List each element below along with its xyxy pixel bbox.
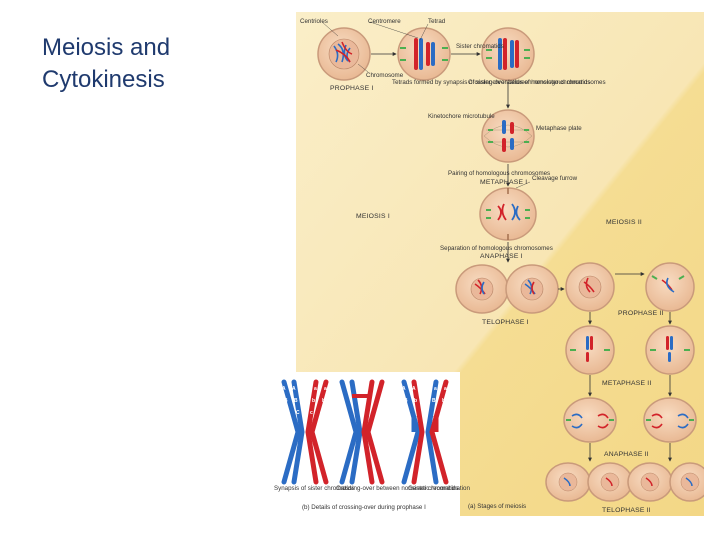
cell-prophase-1b	[397, 27, 451, 81]
label-prophase-2: PROPHASE II	[618, 310, 664, 317]
cell-prophase-2b	[645, 262, 695, 312]
allele-label: b	[414, 398, 417, 404]
allele-label: A	[412, 386, 416, 392]
cell-metaphase-2a	[565, 325, 615, 375]
allele-label: C	[286, 410, 290, 416]
label-anaphase-2: ANAPHASE II	[604, 451, 649, 458]
label-meiosis-2: MEIOSIS II	[606, 219, 642, 226]
label-cleavage-furrow: Cleavage furrow	[532, 175, 578, 182]
label-separation: Separation of homologous chromosomes	[440, 245, 553, 252]
label-synapsis: Synapsis of sister chromatids	[274, 485, 354, 492]
cell-telophase-2a	[545, 462, 633, 502]
label-tetrads-formed: Tetrads formed by synapsis of sister chr…	[392, 79, 606, 86]
allele-label: b	[312, 398, 315, 404]
label-metaphase-1: METAPHASE I	[480, 179, 527, 186]
allele-label: a	[324, 386, 327, 392]
label-genetic-recombination: Genetic recombination	[408, 485, 470, 492]
stage-arrows	[321, 21, 672, 462]
cell-telophase-1	[455, 264, 559, 314]
cell-anaphase-2a	[563, 397, 617, 443]
label-metaphase-plate: Metaphase plate	[536, 125, 582, 132]
label-kinetochore: Kinetochore microtubule	[428, 113, 495, 120]
allele-label: a	[434, 386, 437, 392]
label-prophase-1: PROPHASE I	[330, 85, 374, 92]
label-sister-chromatids: Sister chromatids	[456, 43, 504, 50]
label-pairing: Pairing of homologous chromosomes	[448, 170, 550, 177]
label-crossing-over-top: Crossing-over between nonsister chromati…	[468, 79, 590, 86]
allele-label: B	[432, 398, 436, 404]
cell-telophase-2b	[627, 462, 704, 502]
slide-title: Meiosis and Cytokinesis	[42, 34, 171, 93]
figure-labels: Centrioles Centromere Tetrad Sister chro…	[300, 18, 664, 514]
allele-label: c	[320, 410, 323, 416]
allele-label: b	[322, 398, 325, 404]
pair-recombination	[401, 379, 449, 485]
allele-label: B	[294, 398, 298, 404]
caption-a: (a) Stages of meiosis	[468, 503, 526, 510]
allele-label: b	[442, 398, 445, 404]
caption-b: (b) Details of crossing-over during prop…	[302, 504, 426, 511]
label-meiosis-1: MEIOSIS I	[356, 213, 390, 220]
label-telophase-1: TELOPHASE I	[482, 319, 529, 326]
pair-synapsis	[281, 379, 329, 485]
label-tetrad: Tetrad	[428, 18, 446, 25]
label-centromere: Centromere	[368, 18, 401, 25]
label-anaphase-1: ANAPHASE I	[480, 253, 523, 260]
label-telophase-2: TELOPHASE II	[602, 507, 651, 514]
cell-metaphase-1	[479, 187, 537, 241]
allele-label: A	[282, 386, 286, 392]
pair-crossing-over	[339, 379, 385, 485]
allele-label: c	[310, 410, 313, 416]
cell-metaphase-plate	[481, 109, 535, 163]
allele-label: A	[292, 386, 296, 392]
allele-label: B	[404, 398, 408, 404]
allele-label: B	[284, 398, 288, 404]
allele-label: a	[444, 386, 447, 392]
cell-prophase-2a	[565, 262, 615, 312]
cell-anaphase-2b	[643, 397, 697, 443]
cell-prophase-1c	[481, 27, 535, 81]
label-centrioles: Centrioles	[300, 18, 328, 25]
cell-metaphase-2b	[645, 325, 695, 375]
allele-label: C	[296, 410, 300, 416]
crossing-over-detail: A A a a B B b b C C c c A A a a B b B b …	[274, 379, 470, 511]
allele-label: a	[314, 386, 317, 392]
label-chromosome: Chromosome	[366, 72, 404, 79]
label-metaphase-2: METAPHASE II	[602, 380, 651, 387]
meiosis-figure: Centrioles Centromere Tetrad Sister chro…	[272, 12, 704, 516]
cell-prophase-1a	[317, 27, 371, 81]
allele-label: A	[402, 386, 406, 392]
label-crossing-over-bottom: Crossing-over between nonsister chromati…	[336, 485, 458, 492]
